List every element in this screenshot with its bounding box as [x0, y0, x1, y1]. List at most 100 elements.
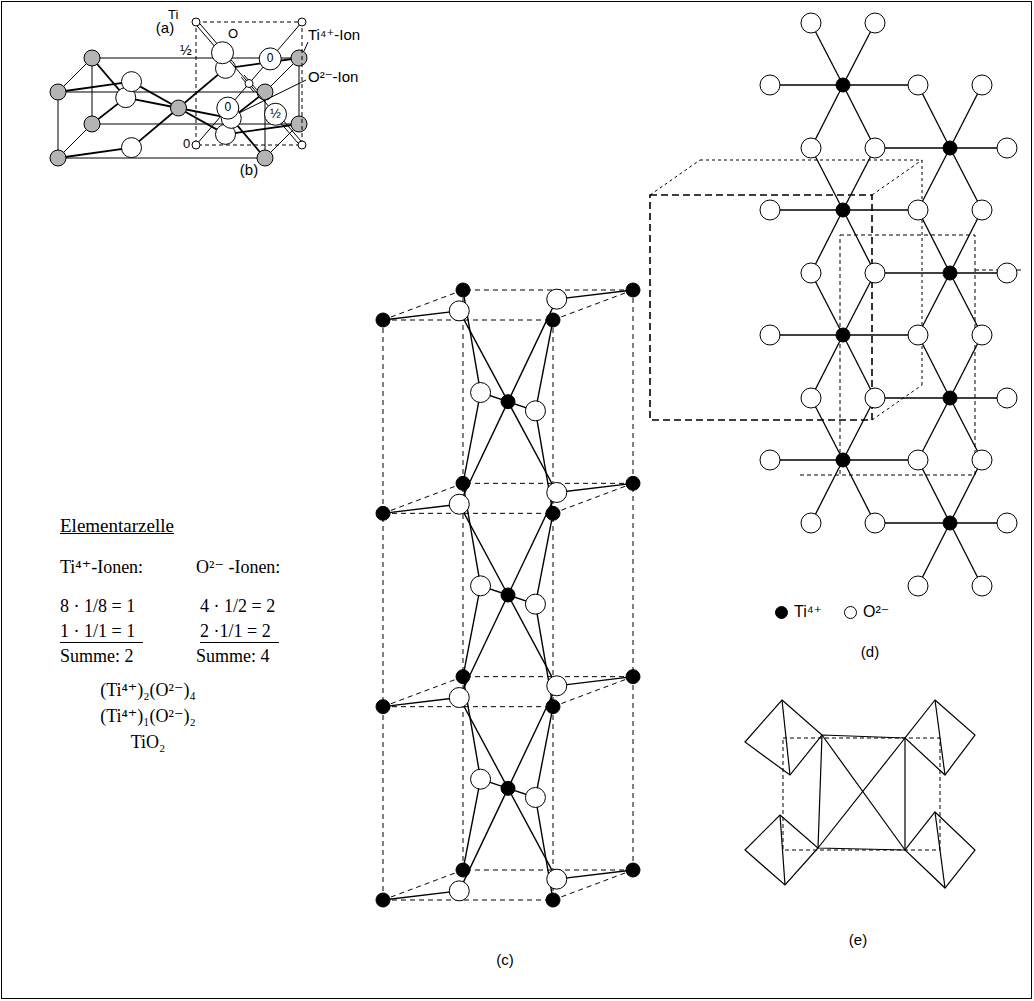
legend-text: Ti⁴⁺	[794, 603, 822, 621]
bond-line	[918, 210, 950, 273]
bond-line	[843, 335, 875, 398]
bond-line	[383, 504, 459, 513]
bond-line	[843, 459, 918, 460]
formula: (Ti⁴⁺)₁(O²⁻)₂	[100, 706, 196, 727]
cell-outline	[650, 160, 700, 195]
octahedron	[905, 812, 975, 888]
bond-line	[950, 210, 982, 273]
cell-edge	[299, 58, 300, 124]
octahedron	[745, 700, 822, 775]
bond-line	[811, 210, 843, 273]
bond-line	[508, 595, 557, 686]
octahedron-edge	[935, 700, 945, 775]
cell-edge	[58, 92, 265, 93]
o-ion	[865, 263, 885, 283]
octahedron	[818, 735, 905, 850]
bond-line	[843, 460, 875, 523]
o-ion	[908, 75, 928, 95]
o-ion	[972, 200, 992, 220]
bond-line	[950, 335, 982, 398]
bond-line	[843, 210, 875, 273]
o-ion	[801, 513, 821, 533]
ti-ion	[257, 150, 273, 166]
bond-line	[811, 460, 843, 523]
count-sum: Summe: 2	[60, 646, 134, 667]
ti-ion	[546, 893, 560, 907]
o-ion	[760, 450, 780, 470]
ti-ion	[836, 328, 850, 342]
o-ion	[471, 576, 491, 596]
formula: TiO₂	[131, 732, 166, 753]
bond-line	[875, 397, 950, 398]
bond-line	[557, 870, 633, 879]
bond-line	[811, 85, 843, 148]
bond-line	[950, 85, 982, 148]
o-ion	[972, 450, 992, 470]
o-ion	[972, 325, 992, 345]
ti-ion	[836, 203, 850, 217]
bond-line	[843, 209, 918, 210]
count-heading: Ti⁴⁺-Ionen:	[60, 557, 143, 578]
count-row: 4 · 1/2 = 2	[200, 596, 275, 617]
ti-ion	[456, 863, 470, 877]
o-ion	[908, 576, 928, 596]
o-ion	[122, 72, 142, 92]
ti-ion	[943, 266, 957, 280]
ti-ion	[836, 453, 850, 467]
ti-ion	[376, 893, 390, 907]
bond-line	[557, 677, 633, 686]
bond-line	[196, 22, 302, 145]
octahedron-edge	[935, 812, 945, 888]
ti-ion	[298, 18, 306, 26]
cell-edge	[553, 320, 554, 900]
ion-label: O²⁻-Ion	[308, 68, 358, 85]
bond-line	[918, 85, 950, 148]
ti-ion	[626, 863, 640, 877]
ti-ion	[501, 781, 515, 795]
octahedron	[905, 700, 975, 775]
formula: (Ti⁴⁺)₂(O²⁻)₄	[100, 680, 196, 701]
bond-line	[557, 483, 633, 492]
ti-ion	[84, 116, 100, 132]
ion-label: O	[228, 27, 238, 42]
ti-ion	[376, 313, 390, 327]
ti-ion	[245, 80, 253, 88]
bond-line	[875, 272, 950, 273]
bond-line	[463, 779, 481, 870]
projection-square	[196, 22, 302, 145]
o-ion	[865, 513, 885, 533]
panel-letter: (e)	[849, 931, 867, 948]
cell-outline	[650, 195, 872, 420]
bond-line	[223, 53, 276, 115]
legend-swatch	[775, 606, 788, 619]
panel-letter: (d)	[861, 643, 879, 660]
o-ion	[908, 200, 928, 220]
height-value: ½	[180, 42, 192, 58]
height-value: 0	[183, 137, 190, 152]
ti-ion	[298, 141, 306, 149]
o-ion	[547, 289, 567, 309]
ti-ion	[376, 700, 390, 714]
ti-ion	[376, 506, 390, 520]
bond-line	[459, 311, 508, 402]
ti-ion	[546, 700, 560, 714]
bond-line	[950, 460, 982, 523]
bond-line	[58, 148, 132, 158]
o-ion	[997, 263, 1017, 283]
ion-label: Ti⁴⁺-Ion	[308, 26, 360, 43]
bond-line	[843, 334, 918, 335]
o-ion	[471, 769, 491, 789]
o-ion	[801, 388, 821, 408]
octahedron-edge	[780, 815, 785, 885]
panel-letter: (b)	[240, 161, 258, 178]
bond-line	[463, 393, 481, 484]
ti-ion	[171, 100, 187, 116]
o-ion	[212, 42, 234, 64]
ti-ion	[192, 141, 200, 149]
o-ion	[865, 388, 885, 408]
legend: Ti⁴⁺ O²⁻	[775, 603, 911, 621]
legend-text: O²⁻	[863, 603, 889, 621]
count-row: 1 · 1/1 = 1	[60, 621, 143, 643]
